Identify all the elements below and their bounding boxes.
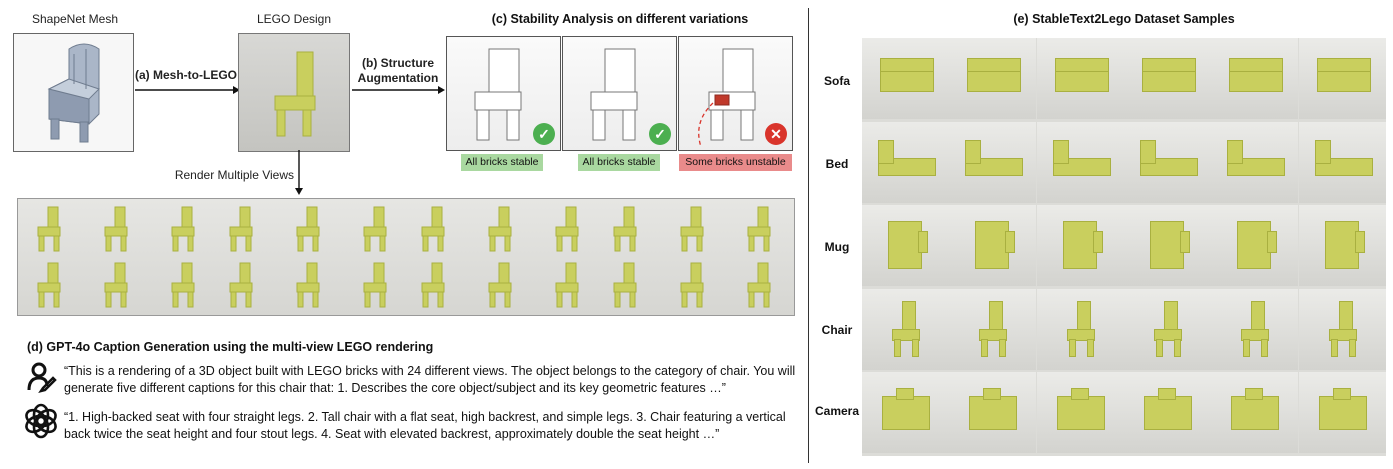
prompt-text: “This is a rendering of a 3D object buil…	[64, 364, 796, 395]
chair-view	[37, 206, 61, 252]
chair-view	[680, 206, 704, 252]
chair-view	[680, 262, 704, 308]
openai-logo-icon	[25, 403, 57, 439]
sample-mug	[1036, 205, 1124, 287]
section-divider	[808, 8, 809, 463]
arrow-a-label: (a) Mesh-to-LEGO	[135, 68, 237, 82]
row-label-chair: Chair	[821, 323, 853, 337]
sample-chair	[862, 288, 949, 370]
sample-sofa	[1298, 38, 1386, 119]
chair-view	[555, 206, 579, 252]
chair-view	[747, 262, 771, 308]
panel-e-title: (e) StableText2Lego Dataset Samples	[1013, 12, 1235, 26]
panel-c-title: (c) Stability Analysis on different vari…	[491, 12, 749, 26]
sample-sofa	[1036, 38, 1124, 119]
shapenet-mesh-image	[13, 33, 134, 152]
check-icon: ✓	[649, 123, 671, 145]
sample-mug	[862, 205, 949, 287]
check-icon: ✓	[533, 123, 555, 145]
sample-camera	[1298, 372, 1386, 454]
sample-camera	[1036, 372, 1124, 454]
chair-view	[171, 206, 195, 252]
chair-view	[37, 262, 61, 308]
stability-label-3: Some bricks unstable	[679, 154, 792, 171]
sample-bed	[862, 121, 949, 203]
row-label-camera: Camera	[814, 404, 860, 418]
row-label-sofa: Sofa	[823, 74, 850, 88]
sample-chair	[1298, 288, 1386, 370]
chair-view	[104, 262, 128, 308]
chair-view	[229, 262, 253, 308]
chair-view	[613, 206, 637, 252]
chair-view	[229, 206, 253, 252]
stability-variant-3: ✕	[678, 36, 793, 151]
sample-chair	[1036, 288, 1124, 370]
sample-mug	[1211, 205, 1299, 287]
user-icon	[27, 362, 57, 393]
panel-d-title: (d) GPT-4o Caption Generation using the …	[27, 340, 434, 354]
stability-label-2: All bricks stable	[578, 154, 660, 171]
chair-view	[171, 262, 195, 308]
chair-view	[363, 262, 387, 308]
chair-view	[613, 262, 637, 308]
sample-bed	[949, 121, 1037, 203]
sample-camera	[949, 372, 1037, 454]
arrow-b-label-2: Augmentation	[357, 71, 439, 85]
chair-view	[421, 262, 445, 308]
sample-chair	[949, 288, 1037, 370]
dataset-sample-grid	[862, 38, 1386, 456]
sample-mug	[1298, 205, 1386, 287]
arrow-b	[352, 86, 445, 94]
chair-view	[104, 206, 128, 252]
row-label-mug: Mug	[824, 240, 850, 254]
response-text: “1. High-backed seat with four straight …	[64, 410, 786, 441]
sample-bed	[1036, 121, 1124, 203]
stability-label-1: All bricks stable	[461, 154, 543, 171]
sample-bed	[1298, 121, 1386, 203]
lego-design-image	[238, 33, 350, 152]
sample-mug	[1123, 205, 1211, 287]
sample-camera	[862, 372, 949, 454]
sample-mug	[949, 205, 1037, 287]
chair-view	[421, 206, 445, 252]
stability-variant-1: ✓	[446, 36, 561, 151]
sample-sofa	[1211, 38, 1299, 119]
row-label-bed: Bed	[825, 157, 849, 171]
chair-view	[747, 206, 771, 252]
sample-sofa	[949, 38, 1037, 119]
sample-bed	[1211, 121, 1299, 203]
sample-camera	[1211, 372, 1299, 454]
chair-view	[555, 262, 579, 308]
chair-view	[488, 206, 512, 252]
chair-view	[488, 262, 512, 308]
arrow-a	[135, 86, 240, 94]
render-views-label: Render Multiple Views	[174, 168, 294, 182]
cross-icon: ✕	[765, 123, 787, 145]
arrow-b-label-1: (b) Structure	[362, 56, 434, 70]
multi-view-renderings	[17, 198, 795, 316]
sample-chair	[1123, 288, 1211, 370]
sample-bed	[1123, 121, 1211, 203]
chair-view	[363, 206, 387, 252]
sample-sofa	[862, 38, 949, 119]
shapenet-mesh-title: ShapeNet Mesh	[31, 12, 119, 26]
chair-view	[296, 262, 320, 308]
sample-camera	[1123, 372, 1211, 454]
lego-design-title: LEGO Design	[256, 12, 332, 26]
stability-variant-2: ✓	[562, 36, 677, 151]
sample-sofa	[1123, 38, 1211, 119]
chair-view	[296, 206, 320, 252]
render-arrow	[295, 150, 303, 195]
sample-chair	[1211, 288, 1299, 370]
